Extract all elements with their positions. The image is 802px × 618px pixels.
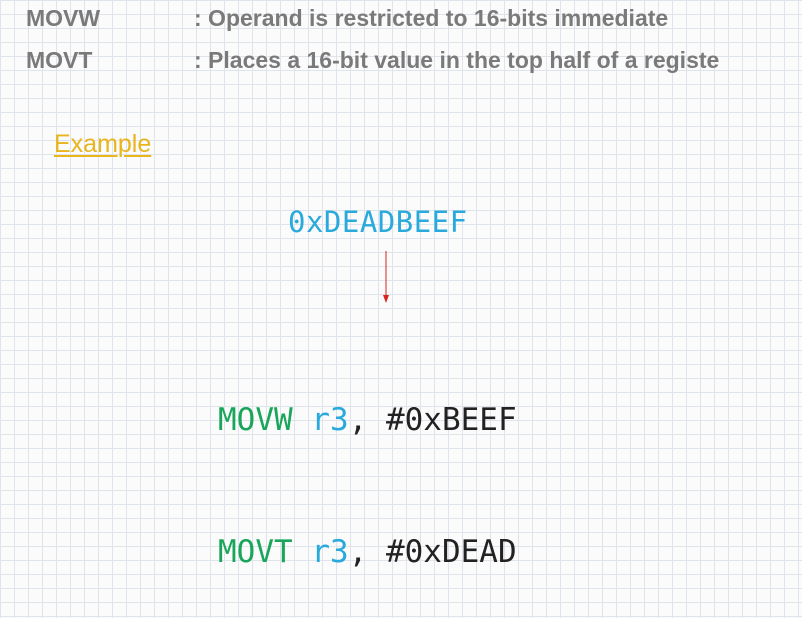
arrow-down-icon	[383, 251, 389, 303]
code-block: MOVW r3, #0xBEEF MOVT r3, #0xDEAD	[218, 310, 517, 618]
definition-term: MOVT	[26, 46, 93, 73]
code-immediate: #0xDEAD	[385, 534, 517, 570]
code-immediate: #0xBEEF	[385, 402, 517, 438]
definition-movt: MOVT : Places a 16-bit value in the top …	[26, 45, 719, 75]
definition-term: MOVW	[26, 4, 101, 31]
definition-movw: MOVW : Operand is restricted to 16-bits …	[26, 3, 668, 33]
code-separator: ,	[348, 402, 386, 438]
code-opcode: MOVW	[218, 402, 293, 438]
example-heading: Example	[54, 130, 152, 158]
code-line-movw: MOVW r3, #0xBEEF	[218, 398, 517, 442]
code-register: r3	[311, 534, 349, 570]
hex-value: 0xDEADBEEF	[288, 205, 468, 239]
code-opcode: MOVT	[218, 534, 293, 570]
code-separator: ,	[348, 534, 386, 570]
definition-description: : Places a 16-bit value in the top half …	[194, 46, 720, 73]
code-line-movt: MOVT r3, #0xDEAD	[218, 530, 517, 574]
code-register: r3	[311, 402, 349, 438]
definition-description: : Operand is restricted to 16-bits immed…	[194, 4, 669, 31]
